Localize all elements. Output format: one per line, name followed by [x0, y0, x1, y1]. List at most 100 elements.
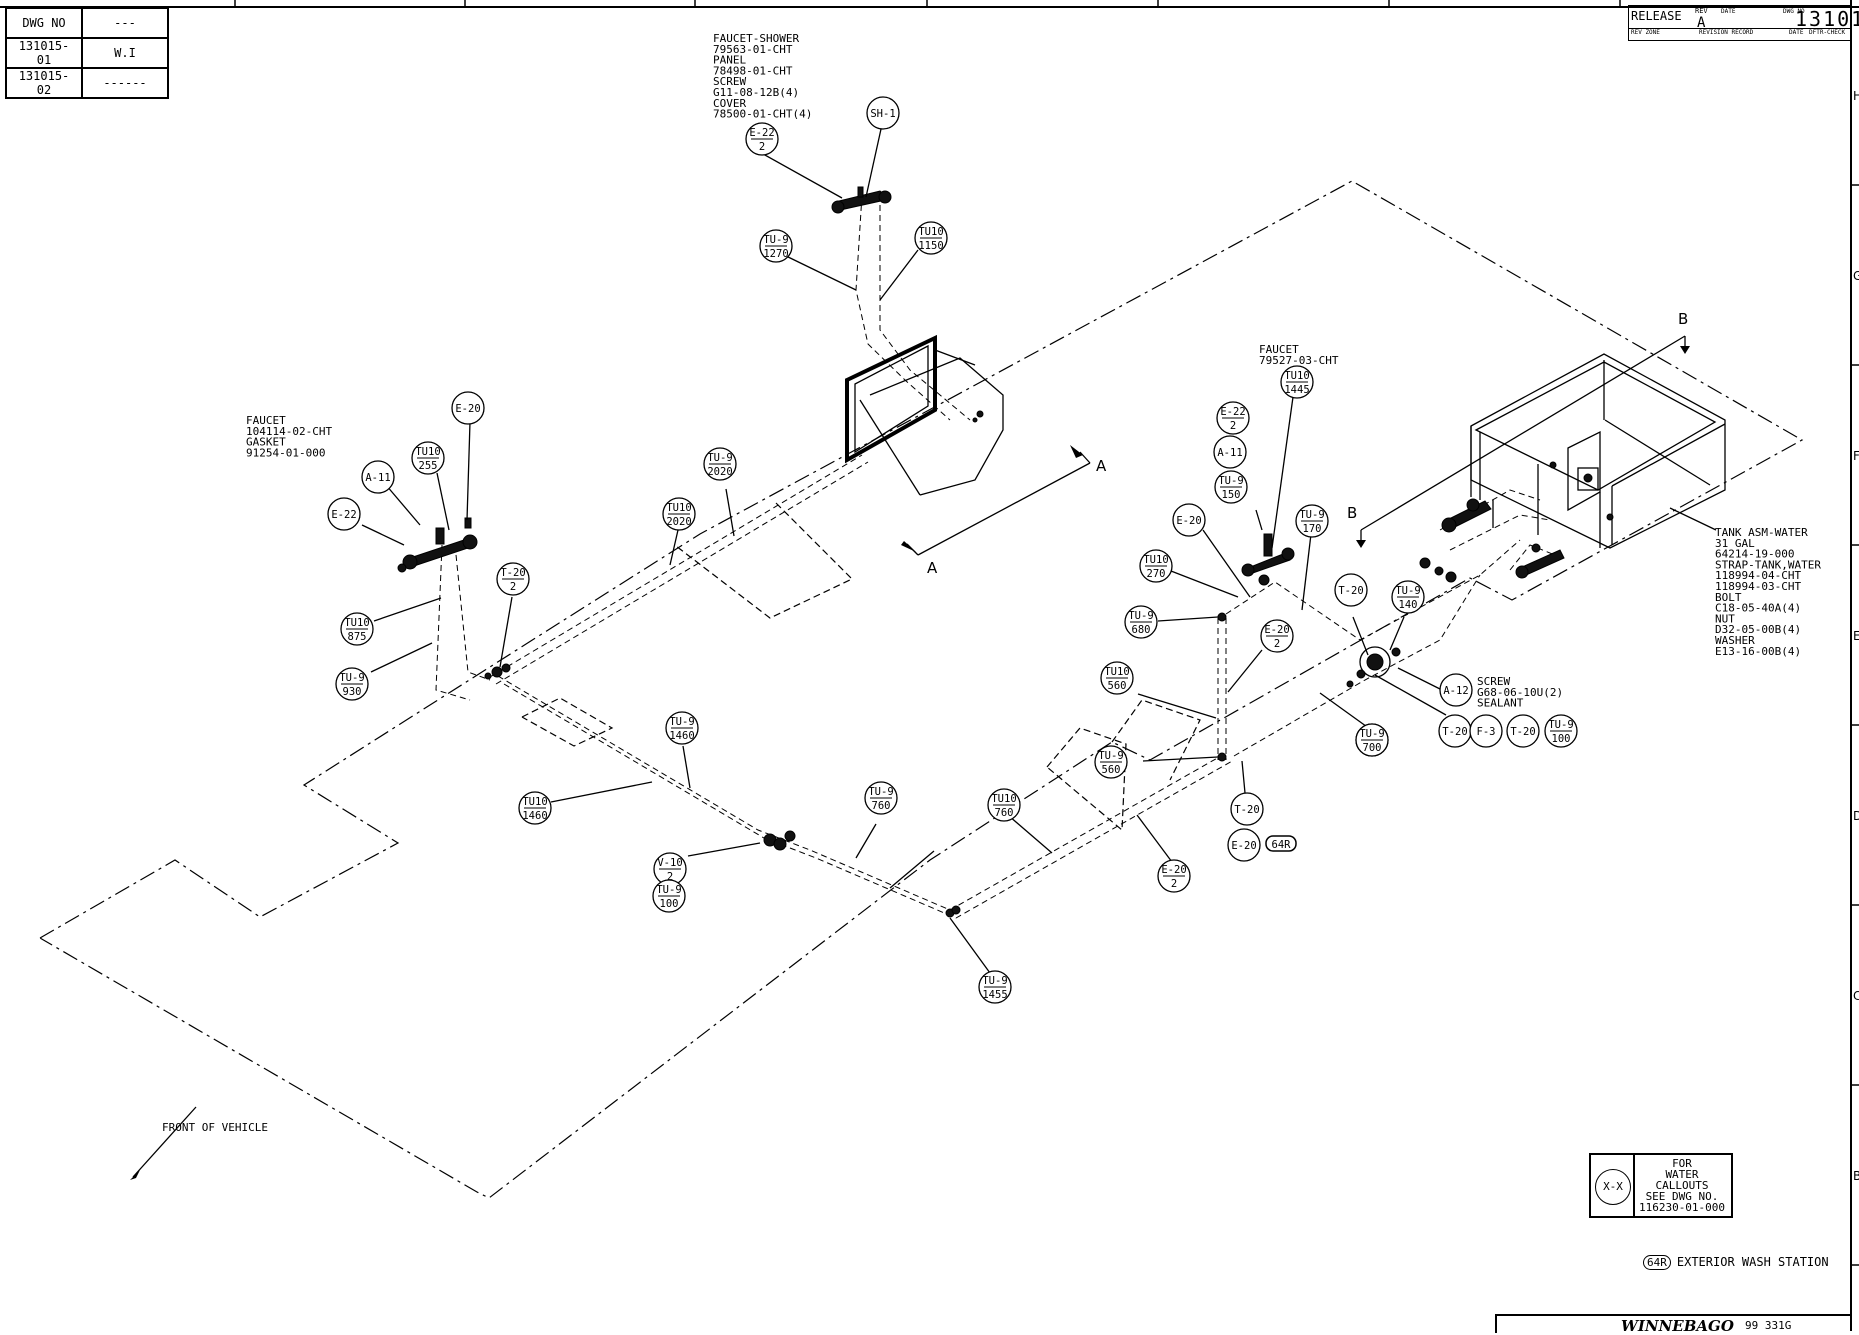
callout-length: 100 [660, 898, 679, 910]
callout-code: TU-9 [1128, 610, 1153, 622]
callout-length: 1150 [918, 240, 943, 252]
legend-symbol: X-X [1595, 1169, 1631, 1205]
callout-code: E-22 [749, 127, 774, 139]
note-line: 31 GAL [1715, 537, 1755, 550]
callout-code: TU10 [344, 617, 369, 629]
callout-length: 1460 [669, 730, 694, 742]
callout-length: 760 [995, 807, 1014, 819]
callout-code: V-10 [657, 857, 682, 869]
table-row: 131015-02 ------ [5, 67, 169, 99]
callout-code: TU10 [918, 226, 943, 238]
callout-code: A-12 [1443, 685, 1468, 697]
note-line: SCREW [1477, 675, 1510, 688]
revision-record-row: REV ZONE REVISION RECORD DATE DFTR-CHECK [1629, 28, 1851, 41]
ews-tag: 64R [1643, 1255, 1671, 1270]
rev-label: REV [1695, 7, 1708, 15]
callout-balloon: F-3 [1469, 714, 1503, 748]
shower-panel [845, 334, 1004, 496]
callout-code: A-11 [365, 472, 390, 484]
callout-balloon: E-20 [1172, 503, 1206, 537]
release-block: RELEASE REV A DATE DWG NO 131015 REV ZON… [1628, 5, 1859, 41]
callout-balloons: SH-1E-222TU-91270TU101150E-20TU10255A-11… [327, 96, 1578, 1004]
callout-balloon: E-202 [1260, 619, 1294, 653]
callout-code: E-22 [1220, 406, 1245, 418]
callout-balloon: TU-9 700 [1355, 723, 1389, 757]
callout-length: 170 [1303, 523, 1322, 535]
section-a-label-lower: A [927, 559, 938, 577]
callout-balloon: A-12 [1439, 673, 1473, 707]
callout-balloon: T-20 [1438, 714, 1472, 748]
callout-code: TU10 [1284, 370, 1309, 382]
zone-letter: B [1853, 1169, 1859, 1183]
note-line: 118994-04-CHT [1715, 569, 1801, 582]
title-code: 99 331G [1745, 1319, 1792, 1332]
callout-code: E-20 [1176, 515, 1201, 527]
ews-text: EXTERIOR WASH STATION [1676, 1255, 1829, 1269]
callout-legend: X-X FOR WATER CALLOUTS SEE DWG NO. 11623… [1589, 1153, 1733, 1218]
callout-length: 700 [1363, 742, 1382, 754]
release-label: RELEASE [1631, 9, 1682, 23]
callout-length: 2 [759, 141, 765, 153]
callout-balloon: SH-1 [866, 96, 900, 130]
note-line: WASHER [1715, 634, 1755, 647]
note-line: 118994-03-CHT [1715, 580, 1801, 593]
callout-code: TU10 [1143, 554, 1168, 566]
rev-zone-label: REV ZONE [1631, 29, 1660, 36]
note-line: SEALANT [1477, 697, 1524, 710]
note-line: 64214-19-000 [1715, 548, 1794, 561]
dwg-row-value: W.I [81, 37, 169, 69]
note-line: COVER [713, 97, 746, 110]
callout-length: 2 [1171, 878, 1177, 890]
callout-length: 760 [872, 800, 891, 812]
dwg-number-table: DWG NO --- 131015-01 W.I 131015-02 -----… [5, 7, 169, 99]
callout-length: 1460 [522, 810, 547, 822]
callout-code: A-11 [1217, 447, 1242, 459]
callout-code: TU-9 [656, 884, 681, 896]
callout-code: T-20 [1510, 726, 1535, 738]
note-line: FAUCET-SHOWER [713, 32, 799, 45]
callout-length: 560 [1108, 680, 1127, 692]
callout-code: TU-9 [1395, 585, 1420, 597]
callout-code: T-20 [1442, 726, 1467, 738]
callout-balloon: E-202 [1157, 859, 1191, 893]
vehicle-floor-outline [39, 180, 1804, 1199]
legend-line: CALLOUTS [1655, 1179, 1709, 1192]
fittings [397, 186, 1565, 918]
note-line: GASKET [246, 436, 286, 449]
callout-code: TU-9 [669, 716, 694, 728]
section-a-marker: A A [901, 445, 1107, 577]
zone-letter: E [1853, 629, 1859, 643]
front-of-vehicle-label: FRONT OF VEHICLE [162, 1121, 268, 1134]
callout-balloon: E-22 [327, 497, 361, 531]
note-line: 78500-01-CHT(4) [713, 108, 812, 121]
table-row: DWG NO --- [5, 7, 169, 39]
callout-length: 150 [1222, 489, 1241, 501]
callout-length: 1455 [982, 989, 1007, 1001]
callout-length: 560 [1102, 764, 1121, 776]
callout-code: TU-9 [868, 786, 893, 798]
callout-balloon: A-11 [1213, 435, 1247, 469]
title-block: WINNEBAGO 99 331G [1495, 1314, 1851, 1335]
callout-code: TU10 [1104, 666, 1129, 678]
callout-code: TU-9 [1359, 728, 1384, 740]
dwg-header-label: DWG NO [5, 7, 83, 39]
drawing-number: 131015 [1795, 7, 1859, 31]
note-line: STRAP-TANK,WATER [1715, 558, 1821, 571]
note-line: BOLT [1715, 591, 1742, 604]
callout-length: 875 [348, 631, 367, 643]
callout-balloon: TU10 1150 [914, 221, 948, 255]
date-label: DATE [1721, 8, 1736, 15]
callout-code: TU-9 [1218, 475, 1243, 487]
callout-length: 2 [510, 581, 516, 593]
rev-value: A [1697, 15, 1706, 31]
callout-code: TU-9 [1299, 509, 1324, 521]
callout-balloon: TU-9 150 [1214, 470, 1248, 504]
